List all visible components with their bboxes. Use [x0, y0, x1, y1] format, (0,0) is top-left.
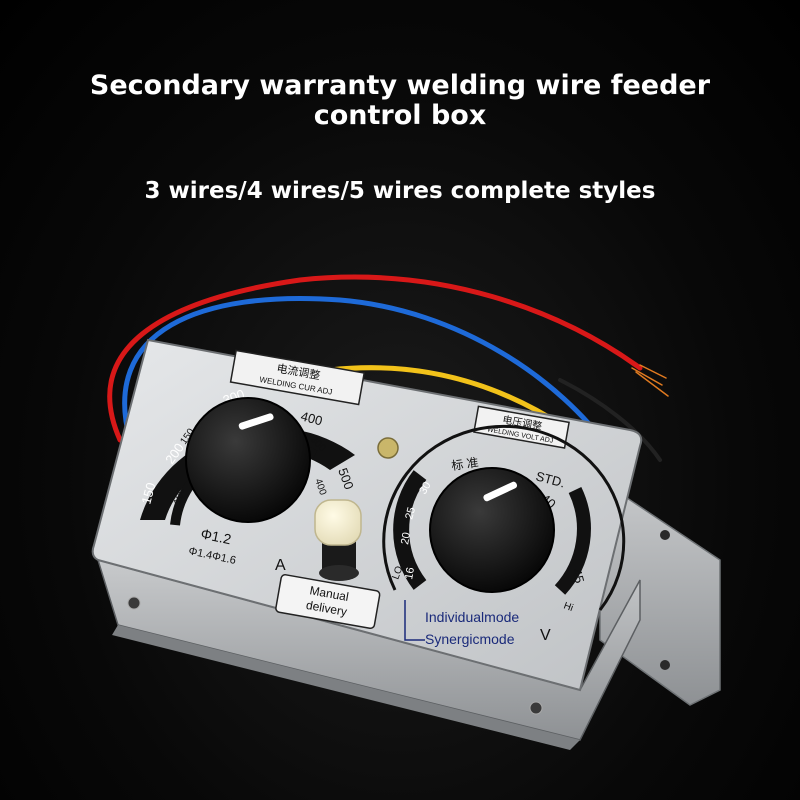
voltage-adjust-section: 电压调整 WELDING VOLT ADJ 标 准 STD. 16 20 25 …: [382, 405, 626, 647]
voltage-knob-indicator: [483, 481, 518, 502]
voltage-scale-45: 45: [569, 567, 587, 585]
red-wire: [107, 274, 643, 443]
current-diameter-main: Φ1.2: [199, 525, 232, 547]
current-unit: A: [275, 557, 286, 574]
manual-label-line1: Manual: [309, 583, 350, 604]
orange-wire-end: [631, 364, 669, 397]
headline-subtitle: 3 wires/4 wires/5 wires complete styles: [144, 178, 656, 204]
black-wire: [558, 378, 662, 462]
manual-delivery-button[interactable]: [314, 499, 362, 546]
voltage-scale-25: 25: [403, 506, 418, 521]
current-knob-indicator: [238, 413, 274, 430]
mode-synergic: Synergicmode: [425, 631, 515, 647]
current-knob[interactable]: [185, 397, 311, 523]
manual-delivery-control: Manual delivery: [275, 499, 381, 630]
voltage-unit: V: [540, 627, 551, 644]
headline-line-2: control box: [313, 100, 487, 131]
indicator-screw: [377, 437, 399, 459]
headline-line-1: Secondary warranty welding wire feeder: [89, 70, 711, 101]
voltage-scale-20: 20: [399, 531, 413, 545]
mounting-bracket: [599, 478, 721, 706]
current-adjust-section: 电流调整 WELDING CUR ADJ 150 200 300 400 500…: [138, 349, 366, 574]
voltage-lo: LO: [390, 565, 405, 582]
current-scale-150: 150: [138, 481, 158, 506]
current-inner-100: 100: [172, 486, 187, 505]
voltage-scale-30: 30: [417, 480, 434, 497]
voltage-std-cn: 标 准: [450, 455, 479, 473]
voltage-knob[interactable]: [429, 467, 555, 593]
mode-individual: Individualmode: [425, 609, 519, 625]
blue-wire: [122, 296, 613, 453]
current-scale-500: 500: [335, 466, 357, 492]
voltage-hi: Hi: [562, 600, 575, 614]
voltage-std-en: STD.: [534, 468, 566, 490]
current-scale-400: 400: [299, 408, 324, 428]
voltage-scale-16: 16: [403, 566, 417, 580]
